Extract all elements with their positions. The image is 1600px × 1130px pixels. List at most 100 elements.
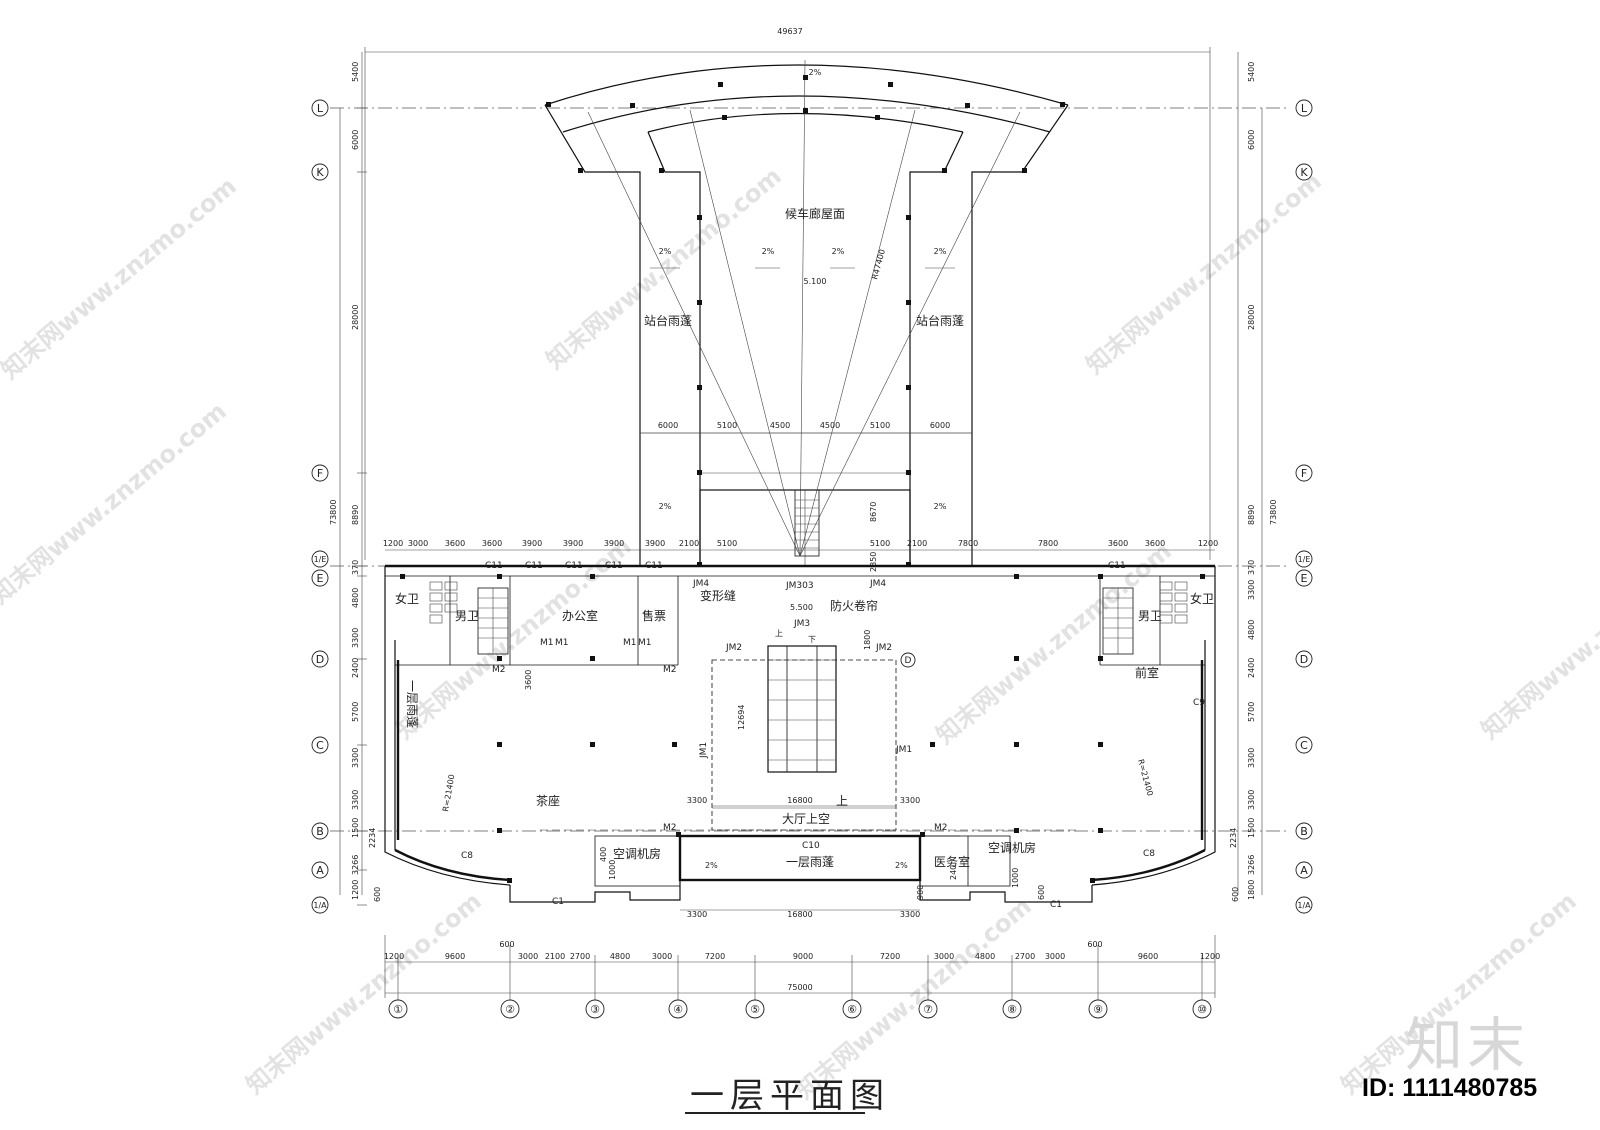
svg-text:3900: 3900 (563, 539, 583, 548)
watermark-3: 知末网www.znzmo.com (1081, 167, 1327, 380)
svg-text:9600: 9600 (445, 952, 465, 961)
svg-text:M1: M1 (638, 638, 652, 648)
svg-text:1200: 1200 (1198, 539, 1218, 548)
label-canopy-ground: 一层雨蓬 (786, 855, 834, 869)
label-up: 上 (836, 794, 848, 808)
axis-row-1e: 1/E 1/E (311, 550, 1313, 568)
label-women-right: 女卫 (1190, 591, 1214, 606)
svg-text:C9: C9 (1193, 698, 1205, 708)
dim-left-1500: 1500 (351, 818, 360, 838)
svg-text:3000: 3000 (518, 952, 538, 961)
axis-col-2: ② (500, 999, 520, 1019)
svg-text:JM2: JM2 (725, 643, 742, 653)
svg-text:1800: 1800 (863, 630, 872, 650)
svg-text:JM3: JM3 (793, 619, 810, 629)
svg-text:7800: 7800 (958, 539, 978, 548)
axis-col-8: ⑧ (1002, 999, 1022, 1019)
label-expansion-joint: 变形缝 (700, 588, 736, 603)
dim-right-2400: 2400 (1247, 658, 1256, 678)
slope-top: 2% (809, 68, 822, 77)
svg-text:2100: 2100 (907, 539, 927, 548)
watermark-5: 知末网www.znzmo.com (391, 532, 637, 745)
svg-text:2700: 2700 (570, 952, 590, 961)
svg-text:C1: C1 (1050, 900, 1062, 910)
svg-text:1/A: 1/A (1297, 901, 1311, 910)
level-roof: 5.100 (804, 277, 827, 286)
svg-text:3300: 3300 (900, 796, 920, 805)
svg-text:C11: C11 (645, 561, 663, 571)
dim-left-8890: 8890 (351, 505, 360, 525)
dim-left-3266: 3266 (351, 855, 360, 875)
label-women-left: 女卫 (395, 591, 419, 606)
svg-text:M1: M1 (623, 638, 637, 648)
svg-text:C: C (1300, 739, 1308, 752)
svg-text:A: A (1300, 864, 1308, 877)
dim-left-1200: 1200 (351, 880, 360, 900)
svg-text:900: 900 (916, 885, 925, 900)
svg-text:600: 600 (499, 940, 514, 949)
axis-col-10: ⑩ (1192, 999, 1212, 1019)
right-vertical-dimensions: 5400 6000 28000 8890 73800 370 3300 4800… (1229, 52, 1278, 902)
label-ticket: 售票 (642, 608, 666, 623)
dim-right-3300c: 3300 (1247, 790, 1256, 810)
svg-text:5100: 5100 (717, 421, 737, 430)
axis-d-inner: D (905, 656, 912, 666)
axis-col-6: ⑥ (842, 999, 862, 1019)
svg-text:L: L (317, 102, 324, 115)
dim-right-8890: 8890 (1247, 505, 1256, 525)
watermark-layer: 知末网www.znzmo.com 知末网www.znzmo.com 知末网www… (0, 162, 1600, 1105)
radius-arc: R47400 (870, 248, 887, 280)
svg-text:2700: 2700 (1015, 952, 1035, 961)
dim-left-3300: 3300 (351, 628, 360, 648)
axis-col-7: ⑦ (918, 999, 938, 1019)
axis-col-1: ① (388, 999, 408, 1019)
svg-text:M2: M2 (663, 823, 677, 833)
dim-left-2400: 2400 (351, 658, 360, 678)
svg-text:4800: 4800 (610, 952, 630, 961)
dim-left-73800: 73800 (329, 500, 338, 525)
svg-text:2850: 2850 (869, 552, 878, 572)
slope-7: 2% (705, 861, 718, 870)
svg-text:K: K (316, 166, 324, 179)
svg-text:M2: M2 (492, 665, 506, 675)
svg-text:3600: 3600 (445, 539, 465, 548)
radius-right: R=21400 (1136, 758, 1154, 797)
watermark-1: 知末网www.znzmo.com (0, 172, 242, 385)
svg-text:9600: 9600 (1138, 952, 1158, 961)
svg-text:1/E: 1/E (314, 555, 327, 564)
svg-text:①: ① (393, 1003, 403, 1016)
svg-text:E: E (317, 572, 324, 585)
svg-text:M2: M2 (934, 823, 948, 833)
svg-text:1/E: 1/E (1298, 555, 1311, 564)
label-ac-left: 空调机房 (613, 846, 661, 861)
dim-right-4800: 4800 (1247, 620, 1256, 640)
svg-text:E: E (1301, 572, 1308, 585)
svg-text:1000: 1000 (608, 860, 617, 880)
svg-text:③: ③ (590, 1003, 600, 1016)
svg-text:1/A: 1/A (313, 901, 327, 910)
interior-dimensions: 3300 16800 3300 3300 16800 3300 1800 360… (524, 630, 1046, 919)
dim-bottom-total: 75000 (787, 983, 812, 992)
svg-text:C: C (316, 739, 324, 752)
svg-text:3000: 3000 (934, 952, 954, 961)
main-building (384, 564, 1216, 903)
svg-text:C10: C10 (802, 841, 820, 851)
svg-text:⑩: ⑩ (1197, 1003, 1207, 1016)
svg-text:④: ④ (673, 1003, 683, 1016)
svg-text:D: D (1300, 653, 1308, 666)
svg-text:9000: 9000 (793, 952, 813, 961)
svg-text:JM4: JM4 (692, 579, 709, 589)
svg-text:4500: 4500 (820, 421, 840, 430)
svg-text:3000: 3000 (652, 952, 672, 961)
axis-col-9: ⑨ (1088, 999, 1108, 1019)
svg-text:3300: 3300 (687, 796, 707, 805)
title-underline (685, 1112, 865, 1114)
dim-left-6000: 6000 (351, 130, 360, 150)
